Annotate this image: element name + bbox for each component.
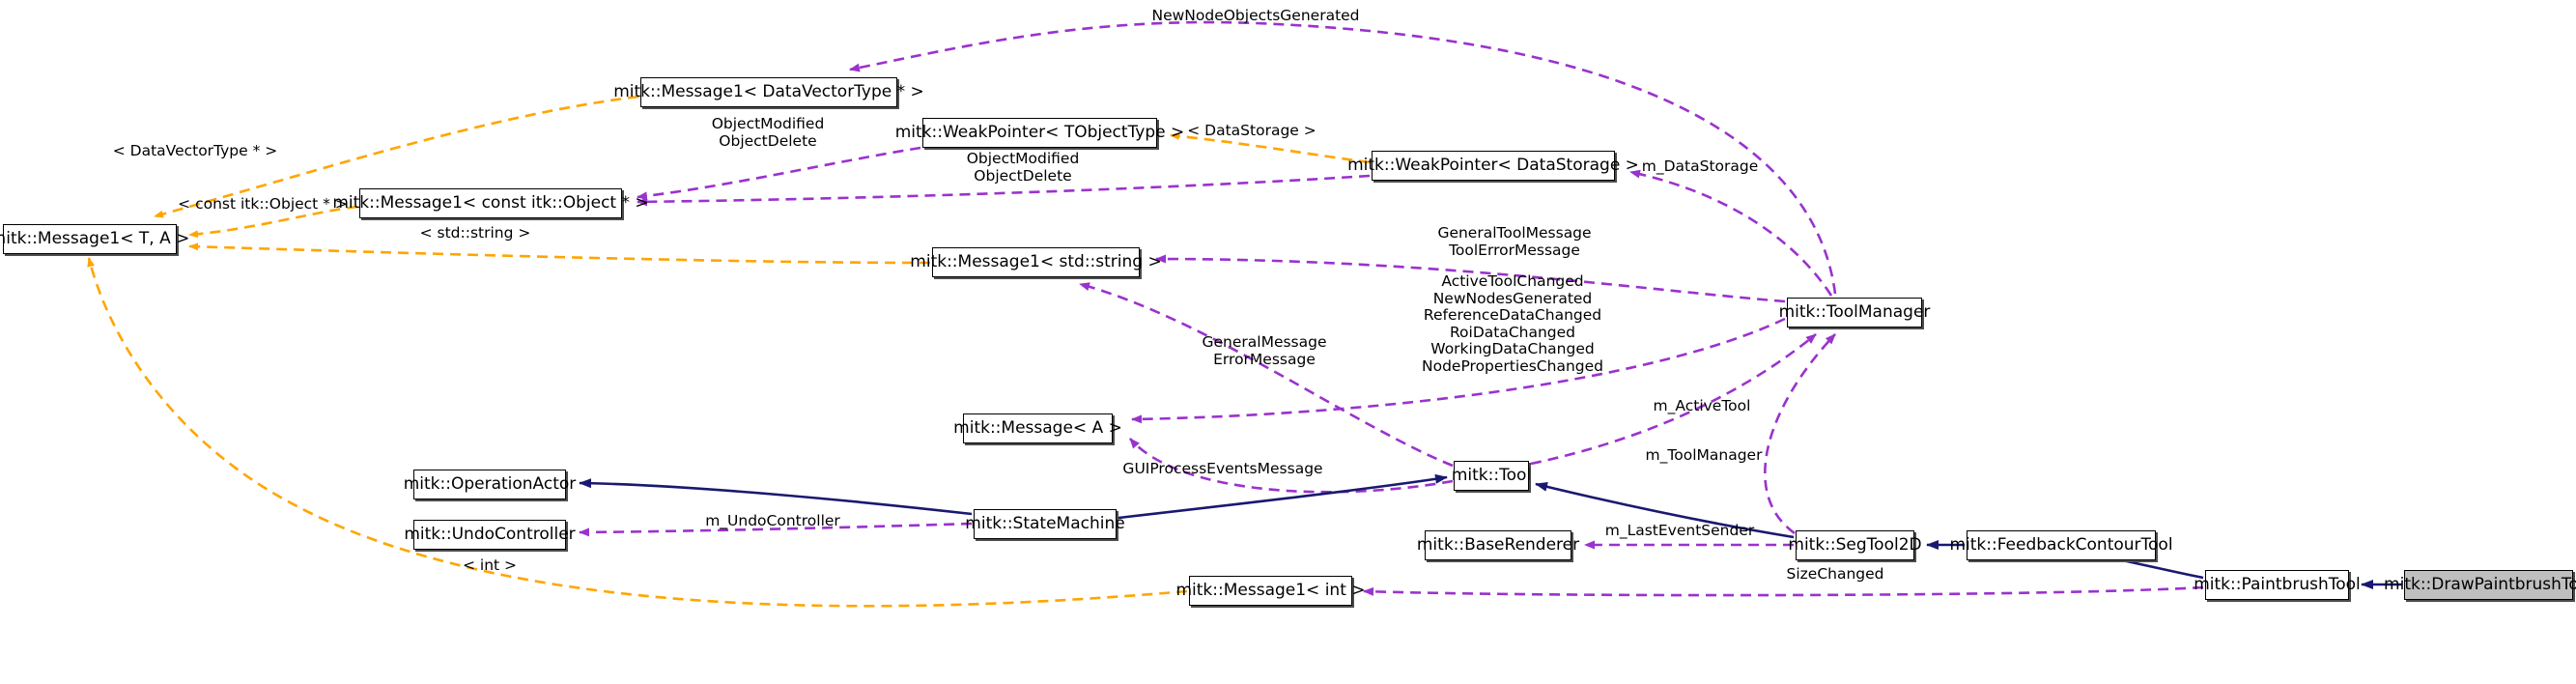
node-label: mitk::Message1< std::string > <box>910 252 1162 271</box>
edge-tool-to-msga <box>1129 438 1454 494</box>
edge-label-toolmanager-events: ActiveToolChanged NewNodesGenerated Refe… <box>1422 272 1603 375</box>
edge-label-m-datastorage: m_DataStorage <box>1641 157 1759 175</box>
node-label: mitk::StateMachine <box>965 514 1125 533</box>
node-message1-datavectortype[interactable]: mitk::Message1< DataVectorType * > <box>613 77 924 107</box>
node-label: mitk::BaseRenderer <box>1416 535 1580 555</box>
edge-toolmanager-to-msga <box>1131 317 1786 424</box>
node-label: mitk::SegTool2D <box>1788 535 1922 555</box>
edge-msg1string-to-msg1ta <box>188 242 931 265</box>
edge-label-sizechanged: SizeChanged <box>1786 565 1884 583</box>
node-message-a[interactable]: mitk::Message< A > <box>953 413 1122 443</box>
edge-tool-to-statemachine <box>1118 473 1448 520</box>
node-label: mitk::Message1< T, A > <box>0 229 190 248</box>
node-baserenderer[interactable]: mitk::BaseRenderer <box>1417 530 1579 560</box>
edge-statemachine-to-operationactor <box>579 478 973 516</box>
node-weakpointer-tobjecttype[interactable]: mitk::WeakPointer< TObjectType > <box>895 118 1184 148</box>
node-label: mitk::FeedbackContourTool <box>1949 535 2173 555</box>
node-message1-const-itk-object[interactable]: mitk::Message1< const itk::Object * > <box>332 188 649 218</box>
edge-paintbrushtool-to-msg1int <box>1363 585 2204 597</box>
node-message1-int[interactable]: mitk::Message1< int > <box>1175 576 1366 606</box>
edge-label-m-lasteventsender: m_LastEventSender <box>1604 522 1755 539</box>
node-message1-stdstring[interactable]: mitk::Message1< std::string > <box>910 247 1162 277</box>
node-label: mitk::ToolManager <box>1778 302 1931 322</box>
edge-label-generaltoolmessage-toolerrormessage: GeneralToolMessage ToolErrorMessage <box>1437 224 1592 259</box>
edge-label-datavectortype-template: < DataVectorType * > <box>112 142 278 159</box>
node-message1-t-a[interactable]: mitk::Message1< T, A > <box>0 224 189 254</box>
edge-usage-group <box>579 20 2204 597</box>
node-weakpointer-datastorage[interactable]: mitk::WeakPointer< DataStorage > <box>1347 151 1639 181</box>
node-label: mitk::WeakPointer< DataStorage > <box>1347 156 1639 175</box>
edge-label-m-toolmanager: m_ToolManager <box>1645 446 1763 464</box>
edge-template-group <box>87 95 1371 608</box>
edge-label-datastorage-template: < DataStorage > <box>1187 122 1316 139</box>
edge-label-stdstring-template: < std::string > <box>419 224 531 242</box>
node-label: mitk::Message1< const itk::Object * > <box>332 193 649 213</box>
edge-label-newnodeobjectsgenerated: NewNodeObjectsGenerated <box>1151 7 1360 24</box>
edge-msg1itkobj-to-msg1ta <box>188 205 358 239</box>
node-label: mitk::OperationActor <box>403 474 577 494</box>
node-label: mitk::Tool <box>1451 466 1532 485</box>
edge-toolmanager-to-msg1dvt <box>849 20 1837 295</box>
node-undocontroller[interactable]: mitk::UndoController <box>404 520 576 550</box>
node-label: mitk::UndoController <box>404 525 576 544</box>
edge-segtool2d-to-toolmanager <box>1764 333 1836 535</box>
node-paintbrushtool[interactable]: mitk::PaintbrushTool <box>2194 570 2361 600</box>
edge-toolmanager-to-msg1string <box>1155 254 1786 303</box>
node-feedbackcontourtool[interactable]: mitk::FeedbackContourTool <box>1949 530 2173 560</box>
node-tool[interactable]: mitk::Tool <box>1451 461 1532 491</box>
edge-label-const-itk-object-template: < const itk::Object * > <box>178 195 348 213</box>
edge-msg1int-to-msg1ta <box>87 257 1188 608</box>
node-label: mitk::WeakPointer< TObjectType > <box>894 123 1185 142</box>
edge-label-guiprocesseventsmessage: GUIProcessEventsMessage <box>1122 460 1323 477</box>
edge-msg1dvt-to-msg1ta <box>154 95 639 218</box>
edge-wptobjecttype-to-msg1itkobj <box>637 146 921 201</box>
edge-label-m-activetool: m_ActiveTool <box>1653 397 1751 414</box>
node-operationactor[interactable]: mitk::OperationActor <box>404 470 576 499</box>
node-toolmanager[interactable]: mitk::ToolManager <box>1779 298 1930 328</box>
edge-statemachine-to-undocontroller <box>579 522 973 537</box>
node-statemachine[interactable]: mitk::StateMachine <box>965 509 1125 539</box>
node-drawpaintbrushtool[interactable]: mitk::DrawPaintbrushTool <box>2384 570 2576 600</box>
edge-label-generalmessage-errormessage: GeneralMessage ErrorMessage <box>1202 333 1327 368</box>
edge-wpdatastorage-to-wptobjecttype <box>1170 131 1371 164</box>
node-label: mitk::Message< A > <box>953 418 1122 438</box>
edge-label-int-template: < int > <box>462 556 518 574</box>
node-label: mitk::PaintbrushTool <box>2194 575 2361 594</box>
node-segtool2d[interactable]: mitk::SegTool2D <box>1788 530 1922 560</box>
edge-label-objectmodified-objectdelete-upper: ObjectModified ObjectDelete <box>711 115 825 150</box>
edge-toolmanager-to-wpdatastorage <box>1629 169 1833 297</box>
edge-tool-to-msg1string <box>1079 282 1454 468</box>
edge-label-objectmodified-objectdelete-lower: ObjectModified ObjectDelete <box>966 150 1080 185</box>
node-label: mitk::DrawPaintbrushTool <box>2384 575 2576 594</box>
edge-segtool2d-to-tool <box>1535 481 1795 539</box>
edge-tool-to-toolmanager <box>1530 332 1817 466</box>
node-label: mitk::Message1< int > <box>1175 581 1366 600</box>
node-label: mitk::Message1< DataVectorType * > <box>613 82 924 101</box>
edge-label-m-undocontroller: m_UndoController <box>705 512 840 529</box>
edge-wpdatastorage-to-msg1itkobj <box>637 174 1371 207</box>
